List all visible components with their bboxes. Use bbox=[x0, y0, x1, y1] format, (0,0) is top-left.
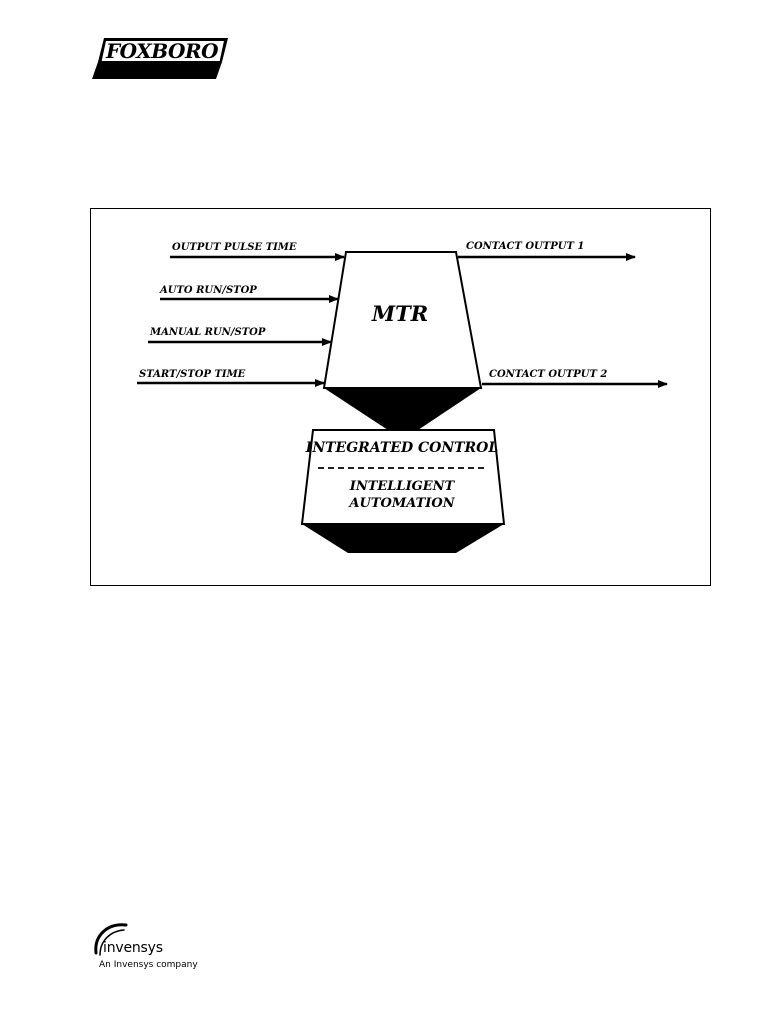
mtr-title: MTR bbox=[371, 301, 429, 326]
label-contact-output-2: CONTACT OUTPUT 2 bbox=[489, 369, 608, 380]
label-contact-output-1: CONTACT OUTPUT 1 bbox=[466, 241, 585, 252]
foxboro-logo-text: FOXBORO bbox=[105, 39, 219, 63]
integrated-control-label: INTEGRATED CONTROL bbox=[305, 440, 499, 456]
label-start-stop-time: START/STOP TIME bbox=[139, 369, 246, 380]
automation-label: AUTOMATION bbox=[349, 496, 455, 511]
label-auto-run-stop: AUTO RUN/STOP bbox=[160, 285, 257, 296]
invensys-company-name: invensys bbox=[103, 940, 163, 956]
label-manual-run-stop: MANUAL RUN/STOP bbox=[150, 327, 266, 338]
diagram-frame bbox=[90, 208, 711, 586]
foxboro-logo: FOXBORO bbox=[92, 38, 228, 79]
invensys-swoosh-icon bbox=[94, 923, 128, 956]
intelligent-label: INTELLIGENT bbox=[349, 479, 455, 494]
invensys-tagline: An Invensys company bbox=[99, 960, 198, 970]
label-output-pulse-time: OUTPUT PULSE TIME bbox=[172, 242, 297, 253]
intelligent-automation-label: INTELLIGENT AUTOMATION bbox=[304, 478, 500, 512]
